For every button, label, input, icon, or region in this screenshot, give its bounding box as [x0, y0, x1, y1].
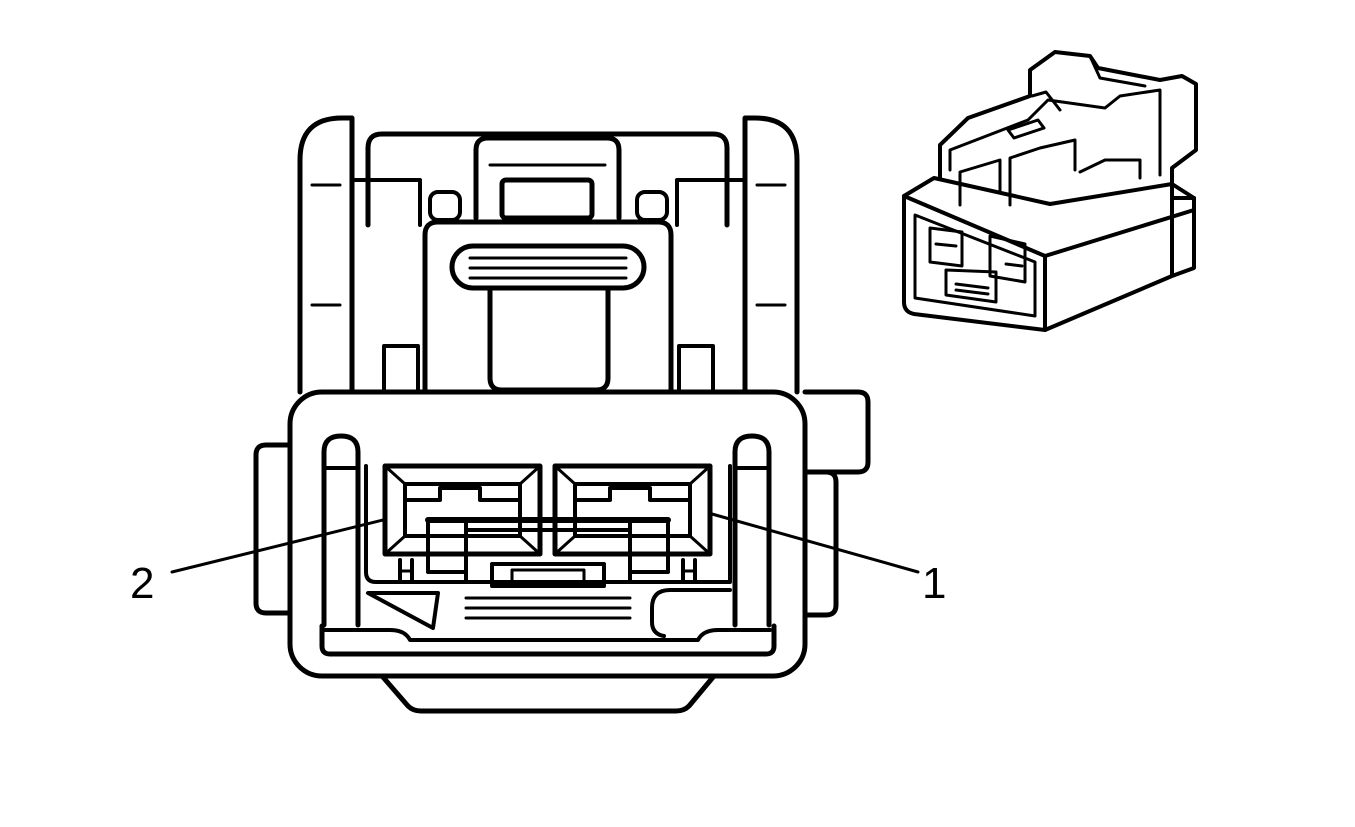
- iso-cavity-left: [928, 226, 964, 268]
- inner-floor-rail: [319, 623, 777, 657]
- cavity-surround: [364, 464, 732, 584]
- right-side-flange-upper: [802, 389, 871, 475]
- upper-housing-inner: [350, 178, 747, 232]
- release-tab-stem: [487, 285, 611, 393]
- latch-arm-ticks: [310, 183, 787, 307]
- left-side-flange: [253, 442, 293, 616]
- center-latch-plate: [422, 219, 674, 395]
- right-side-flange-lower: [802, 469, 839, 618]
- left-guide-rib: [321, 433, 361, 628]
- iso-center-lock: [944, 268, 998, 304]
- pin-2-label: 2: [130, 559, 154, 608]
- top-lock-window: [499, 177, 595, 221]
- upper-window-left: [428, 190, 462, 222]
- terminal-position-assurance: [398, 517, 697, 620]
- bottom-key-foot: [379, 673, 717, 714]
- terminal-cavity-1: [552, 463, 713, 557]
- release-tab: [449, 243, 647, 291]
- right-latch-arm: [742, 115, 800, 395]
- connector-face-view: [253, 115, 871, 714]
- connector-isometric-view: [902, 50, 1198, 332]
- main-body-shell: [287, 389, 808, 679]
- iso-front-face-inner: [913, 213, 1037, 318]
- inner-floor-line: [323, 628, 772, 642]
- iso-latch-detail: [948, 54, 1162, 177]
- top-lock-block: [473, 135, 622, 221]
- pin-orientation-triangle: [366, 591, 440, 630]
- latch-posts: [382, 344, 715, 394]
- right-guide-rib: [732, 433, 772, 628]
- pin-1-leader: [710, 512, 920, 574]
- upper-window-right: [635, 190, 669, 222]
- release-tab-ridges: [468, 256, 628, 280]
- pin-2-leader: [170, 518, 385, 574]
- iso-side-face: [1043, 196, 1196, 332]
- left-latch-arm: [297, 115, 355, 395]
- pin-1-label: 1: [922, 559, 946, 608]
- terminal-cavity-2: [382, 463, 543, 557]
- lower-right-step: [650, 588, 732, 638]
- iso-latch-ramps: [958, 138, 1142, 207]
- upper-housing-frame: [365, 131, 730, 228]
- iso-rear-latch: [938, 50, 1198, 198]
- iso-cavity-right: [988, 234, 1027, 284]
- iso-latch-button: [1006, 118, 1046, 140]
